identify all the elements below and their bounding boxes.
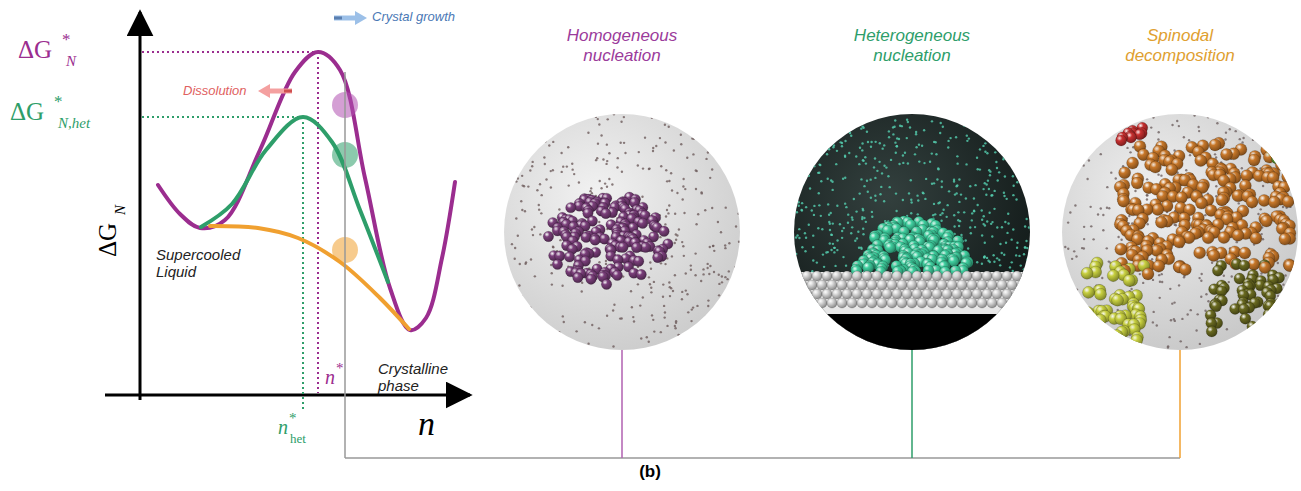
plot-label: Crystal growth	[372, 10, 455, 25]
plot-label: Crystalline phase	[378, 360, 473, 395]
snapshot-heading: Heterogeneous nucleation	[837, 26, 987, 67]
plot-label: Dissolution	[183, 84, 247, 99]
plot-label: N	[66, 53, 76, 70]
simulation-snapshot: Spinodal decomposition	[1055, 26, 1301, 352]
plot-label: ΔG	[94, 223, 123, 257]
plot-label: het	[290, 432, 306, 447]
energy-curve	[210, 226, 409, 329]
plot-label: N,het	[58, 115, 90, 132]
plot-label: N	[112, 205, 129, 215]
energy-curve	[158, 52, 455, 330]
plot-label: *	[54, 92, 63, 112]
simulation-snapshot: Homogeneous nucleation	[497, 26, 747, 352]
dissolution-arrow	[284, 90, 292, 93]
growth-arrow	[334, 17, 342, 20]
plot-label: n	[418, 404, 435, 443]
plot-label: *	[336, 360, 344, 377]
het-barrier-guide	[142, 116, 303, 118]
snapshot-circle	[497, 112, 747, 352]
plot-label: n	[325, 366, 335, 389]
bracket-line	[345, 457, 1180, 459]
barrier-guide	[142, 51, 318, 53]
snapshot-heading: Homogeneous nucleation	[547, 26, 697, 67]
plot-label: ΔG	[18, 36, 52, 65]
het-critical-size-guide	[302, 117, 304, 410]
simulation-snapshot: Heterogeneous nucleation	[787, 26, 1037, 352]
dissolution-arrow	[258, 84, 270, 98]
growth-arrow	[355, 11, 367, 25]
free-energy-curves	[158, 52, 455, 330]
plot-label: n	[278, 416, 288, 439]
critical-size-guide	[317, 52, 319, 393]
snapshot-heading: Spinodal decomposition	[1105, 26, 1255, 67]
growth-arrow	[334, 16, 358, 21]
plot-label: *	[289, 410, 297, 427]
snapshot-circle	[1055, 112, 1301, 352]
leader-line	[911, 350, 913, 458]
bracket-line	[344, 72, 346, 458]
plot-label: (b)	[639, 462, 661, 482]
plot-label: *	[62, 30, 71, 50]
plot-label: Supercooled Liquid	[156, 246, 266, 281]
y-axis	[139, 12, 142, 400]
leader-line	[1179, 350, 1181, 458]
plot-label: ΔG	[10, 98, 44, 127]
snapshot-circle	[787, 112, 1037, 352]
leader-line	[621, 350, 623, 458]
